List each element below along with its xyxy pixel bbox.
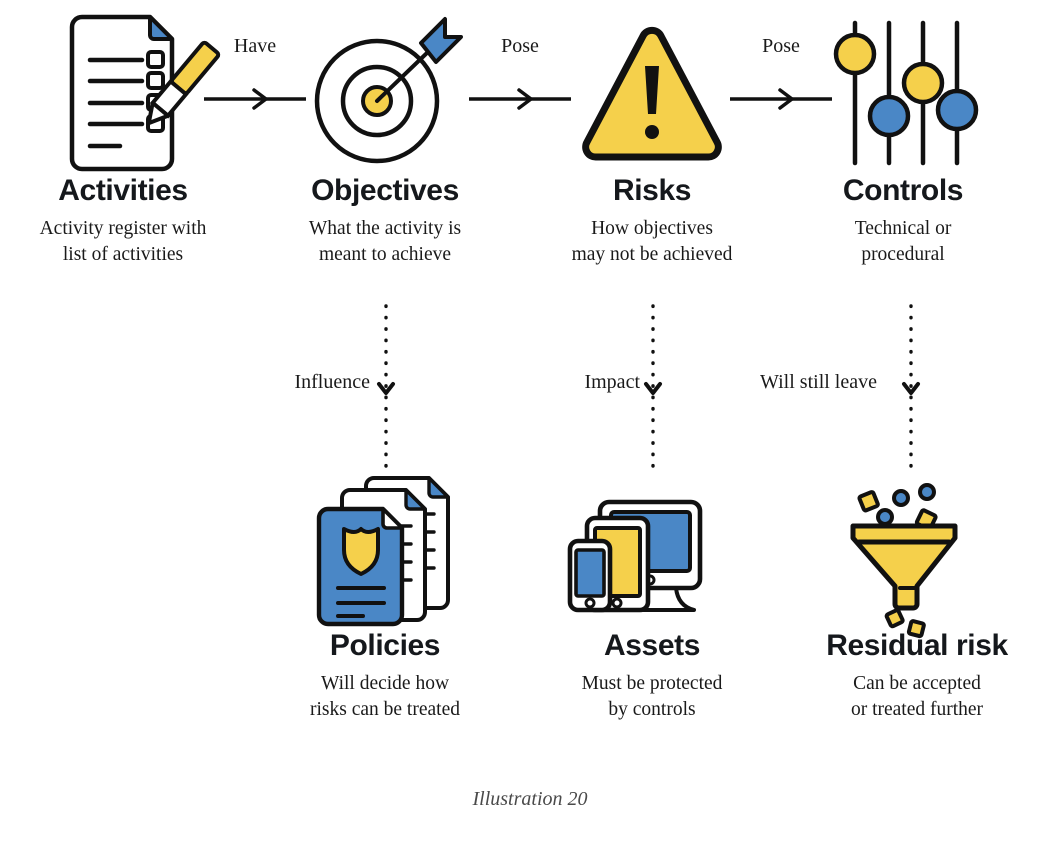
node-policies: Policies Will decide how risks can be tr… — [265, 476, 505, 723]
node-title-residual-risk: Residual risk — [826, 629, 1008, 662]
connector-risks-to-assets — [644, 304, 662, 468]
edge-label-have: Have — [233, 35, 277, 57]
node-title-policies: Policies — [329, 629, 441, 662]
node-desc-residual-risk: Can be accepted or treated further — [850, 672, 984, 720]
document-stack-shield-icon — [265, 476, 505, 630]
arrow-risks-to-controls — [730, 88, 832, 110]
node-title-controls: Controls — [842, 174, 964, 207]
target-arrow-icon — [265, 10, 505, 175]
node-assets: Assets Must be protected by controls — [532, 478, 772, 723]
node-title-assets: Assets — [604, 629, 700, 662]
connector-objectives-to-policies — [377, 304, 395, 468]
node-activities: Activities Activity register with list o… — [3, 10, 243, 268]
edge-label-will-still-leave: Will still leave — [760, 371, 877, 393]
arrow-objectives-to-risks — [469, 88, 571, 110]
node-desc-policies: Will decide how risks can be treated — [310, 672, 460, 720]
checklist-document-pen-icon — [3, 10, 243, 175]
node-desc-risks: How objectives may not be achieved — [571, 217, 733, 265]
warning-triangle-icon — [532, 10, 772, 175]
devices-monitor-tablet-phone-icon — [532, 478, 772, 630]
node-title-activities: Activities — [58, 174, 188, 207]
figure-caption: Illustration 20 — [472, 788, 588, 810]
node-title-objectives: Objectives — [311, 174, 459, 207]
edge-label-pose-2: Pose — [762, 35, 800, 57]
node-risks: Risks How objectives may not be achieved — [532, 10, 772, 268]
edge-label-impact: Impact — [584, 371, 640, 393]
node-title-risks: Risks — [612, 174, 692, 207]
node-residual-risk: Residual risk Can be accepted or treated… — [797, 478, 1037, 723]
edge-label-pose-1: Pose — [501, 35, 539, 57]
connector-controls-to-residual-risk — [902, 304, 920, 468]
node-controls: Controls Technical or procedural — [783, 10, 1023, 268]
edge-label-influence: Influence — [294, 371, 370, 393]
node-desc-controls: Technical or procedural — [854, 217, 952, 265]
node-desc-activities: Activity register with list of activitie… — [39, 217, 207, 265]
sliders-equalizer-icon — [783, 10, 1023, 175]
node-desc-assets: Must be protected by controls — [581, 672, 723, 720]
node-desc-objectives: What the activity is meant to achieve — [308, 217, 462, 265]
funnel-icon — [797, 478, 1037, 639]
arrow-activities-to-objectives — [204, 88, 306, 110]
node-objectives: Objectives What the activity is meant to… — [265, 10, 505, 268]
